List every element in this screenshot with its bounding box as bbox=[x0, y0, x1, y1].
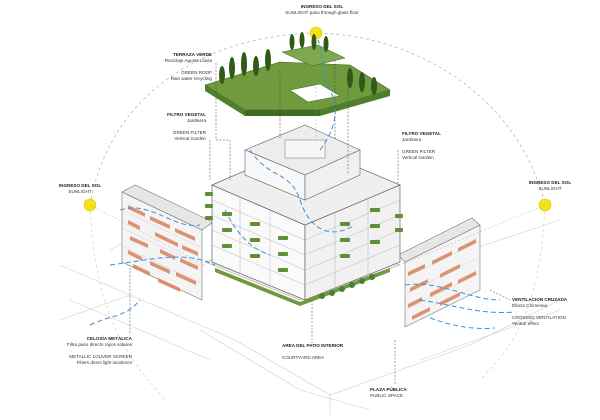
sun-path-arc-lower-right bbox=[479, 204, 546, 381]
tree-icon bbox=[219, 32, 377, 95]
green-roof bbox=[204, 32, 391, 116]
annotation-celosia-metalica: CELOSÍA METÁLICA Filtra paso directo ray… bbox=[66, 336, 132, 365]
sunlight-rays bbox=[89, 39, 546, 266]
annotation-patio-interior: AREA DEL PATIO INTERIOR COURTYARD AREA bbox=[282, 343, 344, 360]
wind-arrow-icon bbox=[89, 39, 516, 329]
annotation-sun-left: INGRESO DEL SOL SUNLIGHT bbox=[58, 183, 102, 194]
leader-lines bbox=[129, 60, 511, 385]
left-wing bbox=[121, 184, 214, 301]
annotation-filtro-vegetal-right: FILTRO VEGETAL Jardinera GREEN FILTER Ve… bbox=[402, 131, 441, 160]
annotation-title: INGRESO DEL SOL bbox=[300, 4, 344, 9]
tree-icon bbox=[319, 274, 375, 299]
annotation-terraza-verde: TERRAZA VERDE Reciclaje Agusta Lluvia GR… bbox=[164, 52, 212, 81]
site-ground-lines bbox=[59, 214, 561, 415]
vertical-garden-right bbox=[340, 208, 403, 258]
right-wing bbox=[397, 217, 481, 328]
annotation-sun-right: INGRESO DEL SOL SUNLIGHT bbox=[528, 180, 572, 191]
sun-path-arc-lower bbox=[89, 204, 166, 401]
annotation-plaza-publica: PLAZA PÚBLICA PUBLIC SPACE bbox=[370, 387, 407, 398]
metallic-louver-screen bbox=[408, 239, 476, 320]
vertical-garden-left bbox=[205, 192, 288, 272]
annotation-ventilacion-cruzada: VENTILACION CRUZADA Efecto Chimenea CROS… bbox=[512, 297, 568, 326]
annotation-sun-top: INGRESO DEL SOL SUNLIGHT paso through gl… bbox=[262, 4, 382, 16]
annotation-filtro-vegetal-left: FILTRO VEGETAL Jardinera GREEN FILTER Ve… bbox=[167, 112, 206, 141]
